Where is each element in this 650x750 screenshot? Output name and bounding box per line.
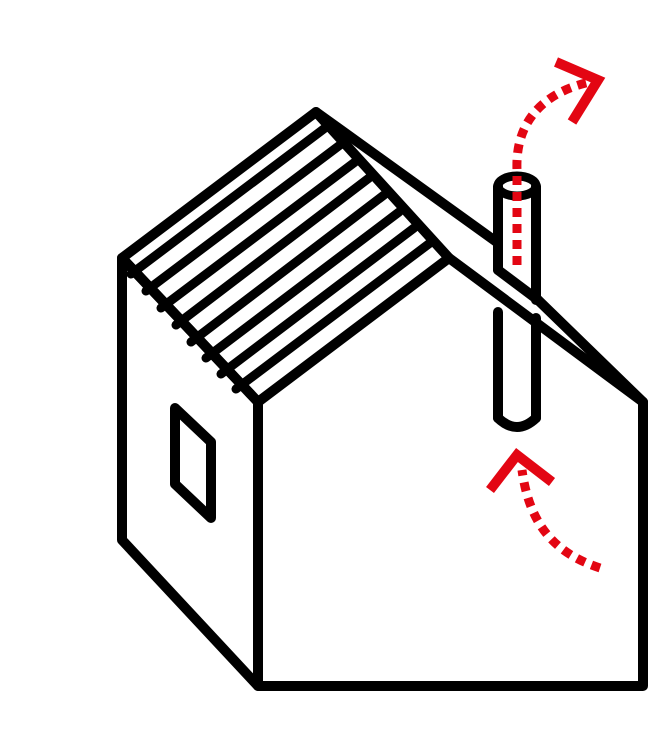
airflow-in-arrow: [486, 447, 602, 573]
airflow-in-path: [517, 469, 602, 573]
gable-right-edge: [533, 295, 648, 407]
airflow-out-arrowhead: [554, 57, 606, 125]
roof-right-edge: [444, 253, 648, 407]
airflow-out-arrow: [512, 57, 606, 265]
roof-ridge: [311, 107, 503, 248]
airflow-in-arrowhead: [486, 447, 556, 494]
left-wall: [117, 253, 263, 691]
front-wall: [253, 397, 648, 691]
airflow-out-path: [512, 77, 592, 265]
roof-stripes: [126, 123, 435, 394]
window: [170, 403, 216, 523]
